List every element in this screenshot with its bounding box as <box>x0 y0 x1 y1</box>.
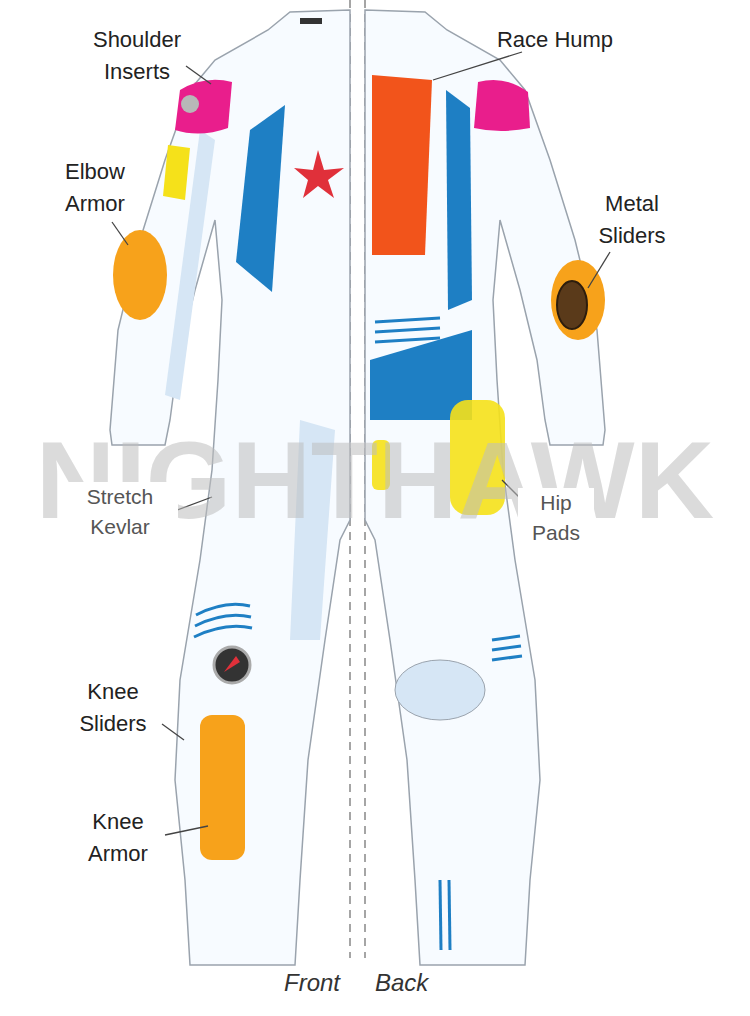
shoulder-dot <box>181 95 199 113</box>
leg-stripe <box>492 646 521 650</box>
collar-logo <box>300 18 322 24</box>
metal-slider <box>557 281 587 329</box>
shoulder-insert <box>175 80 232 134</box>
part-label: Stretch Kevlar <box>62 482 178 543</box>
part-label: Shoulder Inserts <box>72 24 202 88</box>
chest-panel <box>236 105 285 292</box>
leg-stripe <box>492 636 520 640</box>
view-label: Front <box>284 966 340 1001</box>
leader-line <box>112 222 128 245</box>
leader-line <box>433 52 522 80</box>
part-label: Elbow Armor <box>45 156 145 220</box>
thigh-stripe <box>196 604 250 615</box>
calf-panel <box>395 660 485 720</box>
part-label: Metal Sliders <box>577 188 687 252</box>
back-stripe <box>375 328 440 332</box>
back-panel <box>446 90 472 310</box>
leader-line <box>186 66 211 84</box>
leader-line <box>165 826 208 835</box>
knee-slider <box>214 647 250 683</box>
part-label: Knee Armor <box>63 806 173 870</box>
elbow-armor <box>551 260 605 340</box>
back-stripe <box>375 318 440 322</box>
leader-line <box>162 724 184 740</box>
slider-mark <box>224 656 240 672</box>
shoulder-insert <box>474 80 530 131</box>
elbow-armor <box>113 230 167 320</box>
thigh-stripe <box>195 615 251 626</box>
leg-stripe <box>492 656 522 660</box>
arm-pad <box>163 145 190 200</box>
part-label: Hip Pads <box>518 488 594 549</box>
thigh-stripe <box>194 626 252 637</box>
calf-stripe <box>440 880 441 950</box>
logo-star <box>294 150 344 198</box>
part-label: Knee Sliders <box>53 676 173 740</box>
back-stripe <box>375 338 440 342</box>
view-label: Back <box>375 966 428 1001</box>
knee-armor <box>200 715 245 860</box>
leader-line <box>588 252 610 288</box>
calf-stripe <box>449 880 450 950</box>
part-label: Race Hump <box>495 24 615 56</box>
race-hump <box>372 75 432 255</box>
